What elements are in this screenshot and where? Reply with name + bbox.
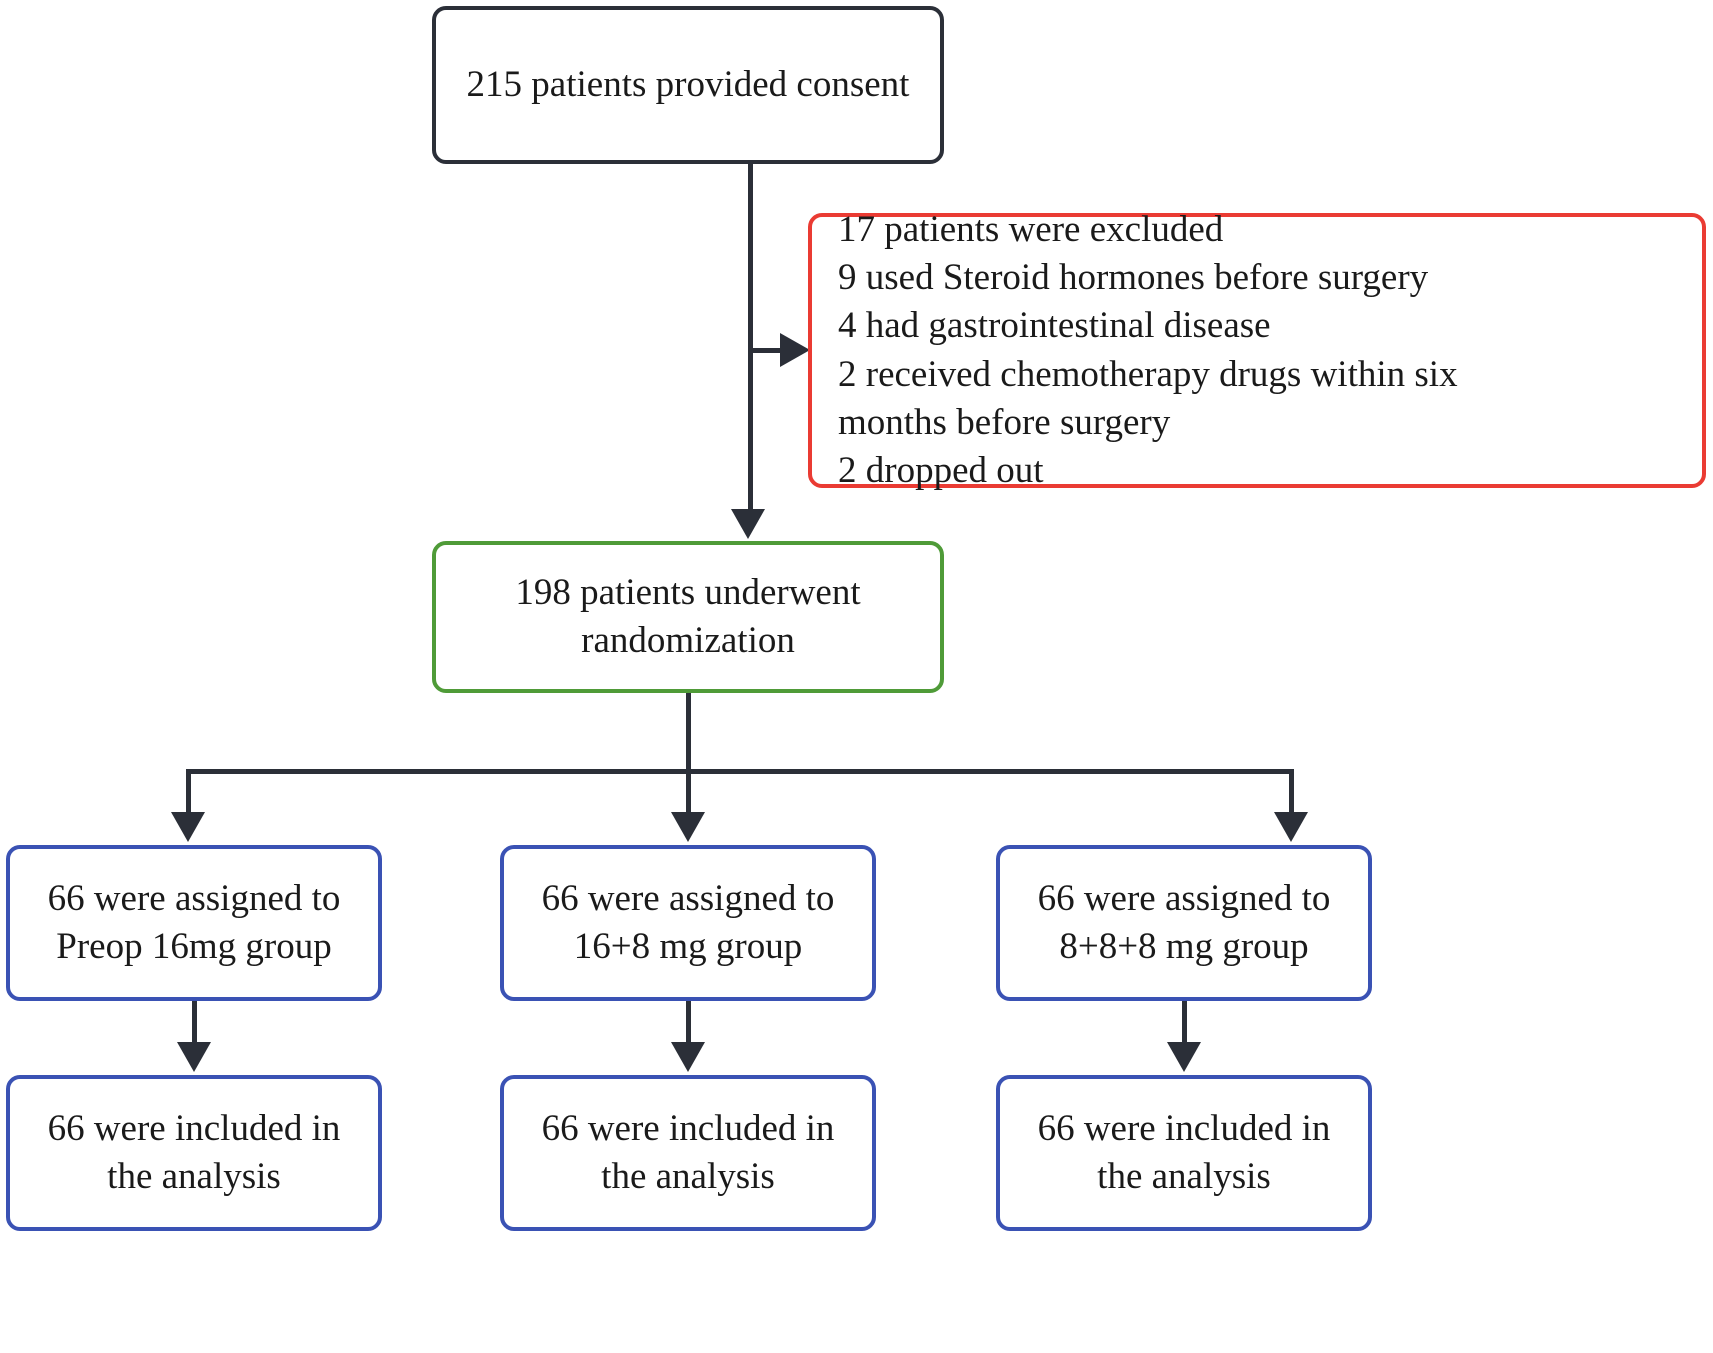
node-consent: 215 patients provided consent xyxy=(432,6,944,164)
node-assigned-arm-2: 66 were assigned to 8+8+8 mg group xyxy=(996,845,1372,1001)
edge-drop-arm-1 xyxy=(686,769,691,816)
node-analysis-arm-2: 66 were included in the analysis xyxy=(996,1075,1372,1231)
node-consent-label: 215 patients provided consent xyxy=(466,63,910,105)
node-randomization-label: 198 patients underwent randomization xyxy=(515,571,861,661)
edge-assigned-to-analysis-1 xyxy=(686,1001,691,1046)
arrowhead-analysis-2 xyxy=(1167,1042,1201,1072)
node-analysis-arm-1: 66 were included in the analysis xyxy=(500,1075,876,1231)
node-assigned-arm-1: 66 were assigned to 16+8 mg group xyxy=(500,845,876,1001)
edge-assigned-to-analysis-0 xyxy=(192,1001,197,1046)
edge-assigned-to-analysis-2 xyxy=(1182,1001,1187,1046)
edge-consent-to-randomization xyxy=(748,164,753,513)
node-assigned-arm-2-label: 66 were assigned to 8+8+8 mg group xyxy=(1037,877,1331,967)
edge-drop-arm-0 xyxy=(186,769,191,816)
node-randomization: 198 patients underwent randomization xyxy=(432,541,944,693)
arrowhead-arm-1 xyxy=(671,812,705,842)
node-analysis-arm-0: 66 were included in the analysis xyxy=(6,1075,382,1231)
arrowhead-to-excluded xyxy=(780,333,810,367)
node-assigned-arm-0: 66 were assigned to Preop 16mg group xyxy=(6,845,382,1001)
node-excluded-label: 17 patients were excluded 9 used Steroid… xyxy=(838,209,1458,491)
edge-split-bus xyxy=(186,769,1294,774)
node-analysis-arm-0-label: 66 were included in the analysis xyxy=(47,1107,341,1197)
node-analysis-arm-1-label: 66 were included in the analysis xyxy=(541,1107,835,1197)
arrowhead-to-randomization xyxy=(731,509,765,539)
arrowhead-arm-0 xyxy=(171,812,205,842)
arrowhead-analysis-0 xyxy=(177,1042,211,1072)
node-analysis-arm-2-label: 66 were included in the analysis xyxy=(1037,1107,1331,1197)
node-excluded: 17 patients were excluded 9 used Steroid… xyxy=(808,209,1706,491)
edge-randomization-trunk xyxy=(686,693,691,773)
edge-to-excluded xyxy=(748,348,783,353)
edge-drop-arm-2 xyxy=(1289,769,1294,816)
node-assigned-arm-0-label: 66 were assigned to Preop 16mg group xyxy=(47,877,341,967)
arrowhead-analysis-1 xyxy=(671,1042,705,1072)
arrowhead-arm-2 xyxy=(1274,812,1308,842)
node-assigned-arm-1-label: 66 were assigned to 16+8 mg group xyxy=(541,877,835,967)
